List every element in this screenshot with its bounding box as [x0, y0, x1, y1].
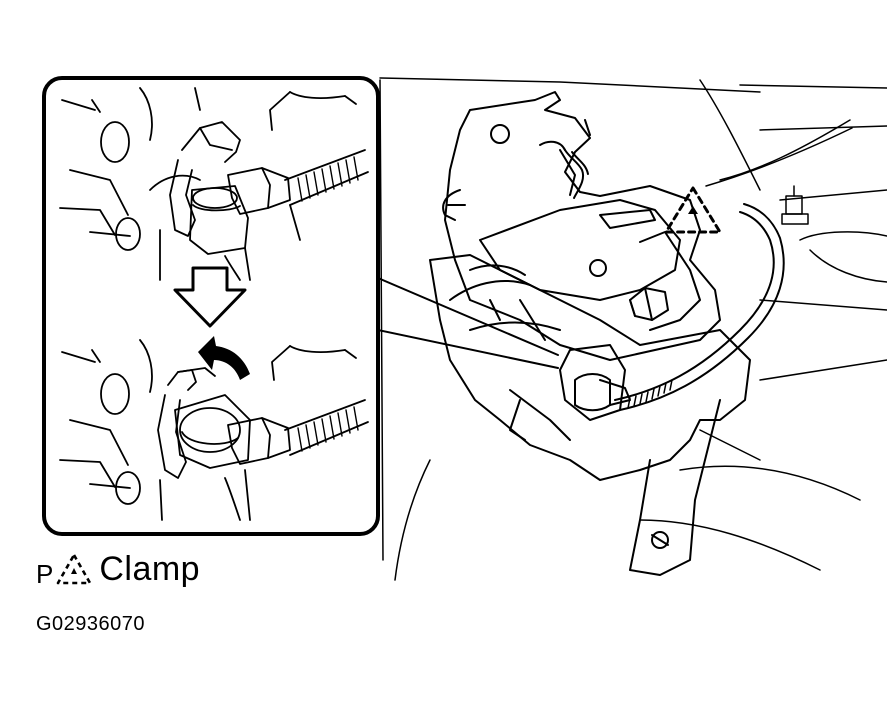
legend: P Clamp — [36, 544, 200, 594]
main-assembly — [429, 91, 785, 576]
engine-bay-background — [379, 77, 887, 581]
clamp-marker-center — [688, 206, 698, 214]
down-arrow-icon — [173, 266, 247, 328]
legend-prefix: P — [36, 559, 54, 589]
inset-bottom-view — [59, 339, 369, 521]
curved-arrow-icon — [198, 336, 250, 380]
triangle-dashed-icon — [57, 553, 92, 585]
clamp-marker — [664, 186, 722, 234]
callout-leader-lines — [377, 277, 559, 369]
figure-id: G02936070 — [36, 613, 146, 635]
inset-top-view — [59, 87, 369, 281]
legend-label: Clamp — [99, 549, 201, 588]
